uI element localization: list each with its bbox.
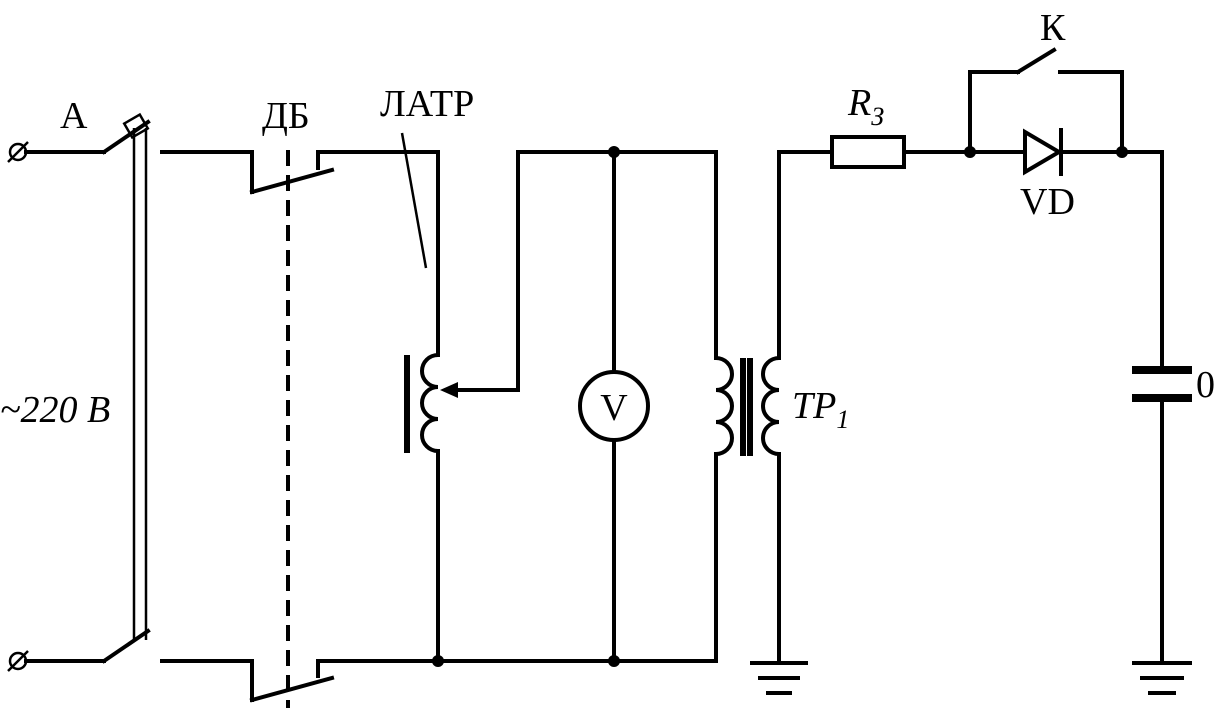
resistor-label: RЗ <box>847 82 884 131</box>
test-object-capacitor <box>1132 150 1192 663</box>
diode-vd <box>1023 128 1164 176</box>
switch-label: К <box>1040 7 1066 49</box>
diode-label: VD <box>1020 181 1075 223</box>
ground-symbol-object <box>1132 661 1192 695</box>
supply-voltage-label: ~220 В <box>0 389 110 431</box>
junction-dots <box>432 146 1128 667</box>
breaker-a <box>24 112 151 664</box>
resistor-r3 <box>777 135 1027 169</box>
door-lock-contacts <box>160 150 440 708</box>
ground-symbol <box>750 661 808 695</box>
breaker-label: А <box>60 95 88 137</box>
autotransformer-label: ЛАТР <box>380 83 474 125</box>
voltmeter <box>436 150 718 663</box>
voltmeter-label: V <box>600 387 628 429</box>
switch-k <box>968 47 1124 154</box>
test-object-label: 0 <box>1196 364 1215 406</box>
transformer-label: ТР1 <box>792 385 849 434</box>
door-lock-label: ДБ <box>262 95 310 137</box>
autotransformer <box>400 132 520 663</box>
transformer-tr1 <box>714 150 781 663</box>
